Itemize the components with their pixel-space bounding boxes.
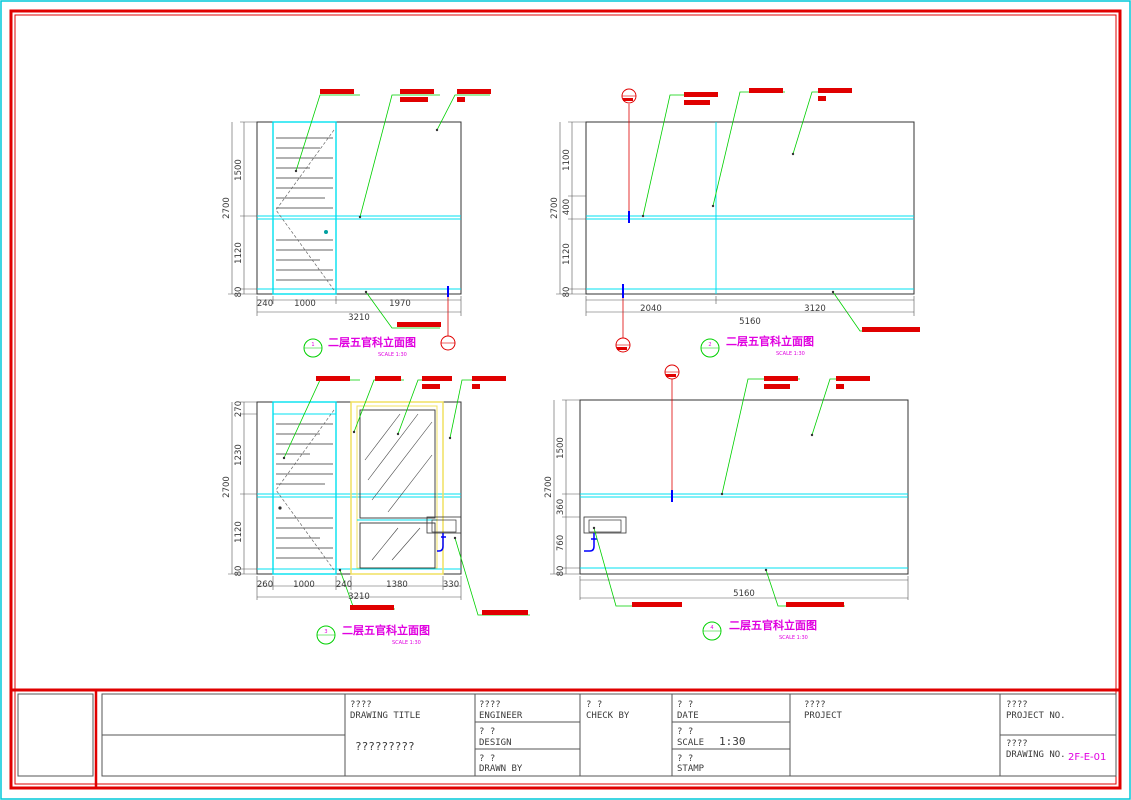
title-block: ???? DRAWING TITLE ????????? ???? ENGINE… [11,688,1120,788]
elevation-view-1: 1500 2700 1120 80 240 1000 1970 3210 1 二… [222,89,491,358]
stamp-cn: ? ? [677,754,693,764]
height-dim: 80 [562,287,572,298]
view-title: 二层五官科立面图 [726,334,814,348]
view-scale: SCALE 1:30 [779,635,808,641]
engineer-label: ENGINEER [479,711,523,721]
height-dim: 80 [556,566,566,577]
project-no-label: PROJECT NO. [1006,711,1066,721]
design-cn: ? ? [479,727,495,737]
stamp-label: STAMP [677,764,705,774]
wall-outline [585,121,915,295]
view-marker: 1 [311,342,314,348]
width-dim: 240 [336,580,352,590]
wall-outline [256,121,462,295]
height-dim: 1120 [234,521,244,543]
height-dim: 270 [234,401,244,417]
height-dim: 400 [562,199,572,215]
view-scale: SCALE 1:30 [378,352,407,358]
design-label: DESIGN [479,738,512,748]
view-scale: SCALE 1:30 [776,351,805,357]
height-dim: 2700 [544,476,554,498]
height-dim: 80 [234,566,244,577]
view-title: 二层五官科立面图 [328,335,416,349]
height-dim: 1100 [562,149,572,171]
drawing-no-label: DRAWING NO. [1006,750,1066,760]
project-cn: ???? [804,700,826,710]
width-dim: 1970 [389,299,411,309]
drawing-title-value: ????????? [355,740,415,753]
height-dim: 1500 [234,159,244,181]
height-dim: 80 [234,287,244,298]
drawing-no-cn: ???? [1006,739,1028,749]
total-dim: 3210 [348,313,370,323]
total-dim: 5160 [733,589,755,599]
height-dim: 2700 [222,476,232,498]
scale-label: SCALE [677,738,704,748]
view-title: 二层五官科立面图 [729,618,817,632]
door-frame [272,401,337,575]
view-scale: SCALE 1:30 [392,640,421,646]
sheet-frame [9,9,1122,790]
width-dim: 1000 [294,299,316,309]
wall-outline [579,399,909,575]
sheet-inner-frame [14,14,1117,785]
scale-value: 1:30 [719,735,746,748]
height-dim: 2700 [550,197,560,219]
height-dim: 2700 [222,197,232,219]
date-cn: ? ? [677,700,693,710]
drawn-by-cn: ? ? [479,754,495,764]
engineer-cn: ???? [479,700,501,710]
width-dim: 2040 [640,304,662,314]
width-dim: 330 [443,580,459,590]
check-by-cn: ? ? [586,700,602,710]
drawing-title-label: DRAWING TITLE [350,711,420,721]
elevation-view-4: 1500 2700 360 760 80 5160 4 二层五官科立面图 SCA… [544,364,909,641]
elevation-view-3: 270 1230 2700 1120 80 260 1000 240 1380 … [222,376,530,646]
height-dim: 360 [556,499,566,515]
scale-cn: ? ? [677,727,693,737]
check-by-label: CHECK BY [586,711,630,721]
date-label: DATE [677,711,699,721]
view-title: 二层五官科立面图 [342,623,430,637]
width-dim: 240 [257,299,273,309]
width-dim: 3120 [804,304,826,314]
elevation-view-2: 1100 2700 400 1120 80 2040 3120 5160 2 二… [550,88,920,358]
total-dim: 3210 [348,592,370,602]
project-label: PROJECT [804,711,843,721]
door-slats [276,137,333,281]
drawn-by-label: DRAWN BY [479,764,523,774]
width-dim: 260 [257,580,273,590]
project-no-cn: ???? [1006,700,1028,710]
drawing-no-value: 2F-E-01 [1068,752,1106,763]
view-marker: 3 [324,629,327,635]
width-dim: 1000 [293,580,315,590]
view-marker: 4 [710,625,713,631]
height-dim: 760 [556,535,566,551]
view-marker: 2 [708,342,711,348]
door-frame [272,121,337,295]
height-dim: 1500 [556,437,566,459]
height-dim: 1120 [562,243,572,265]
total-dim: 5160 [739,317,761,327]
height-dim: 1120 [234,242,244,264]
drawing-title-cn: ???? [350,700,372,710]
height-dim: 1230 [234,444,244,466]
width-dim: 1380 [386,580,408,590]
